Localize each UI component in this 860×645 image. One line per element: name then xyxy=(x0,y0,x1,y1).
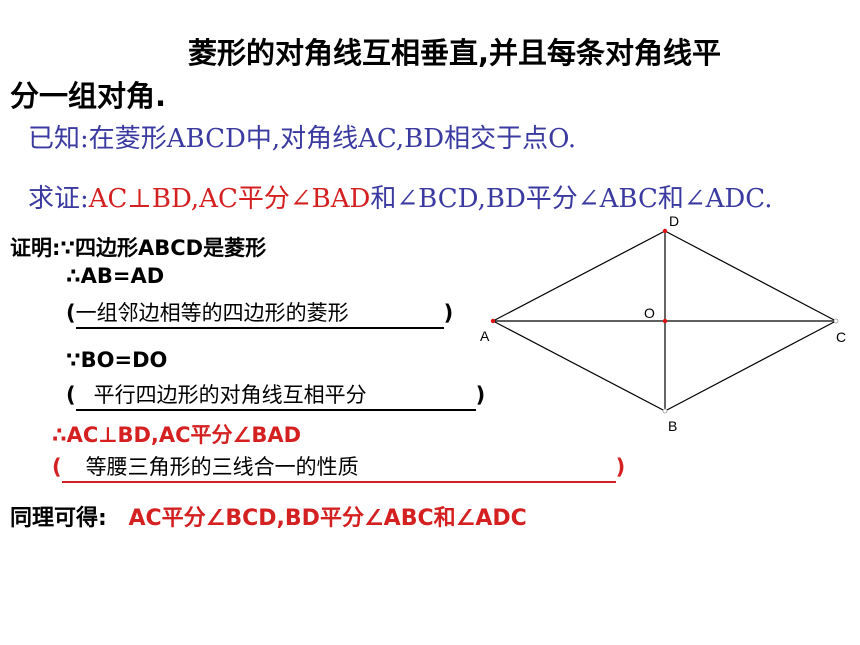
theorem-line-1: 菱形的对角线互相垂直,并且每条对角线平 xyxy=(188,36,722,70)
proof-reason-3: (等腰三角形的三线合一的性质) xyxy=(52,451,625,483)
side-dc xyxy=(664,230,837,322)
point-c xyxy=(833,318,839,324)
to-prove-and-2: 和 xyxy=(657,184,684,214)
paren-open: ( xyxy=(66,383,76,407)
label-c: C xyxy=(836,329,846,345)
proof-reason-1: (一组邻边相等的四边形的菱形) xyxy=(66,297,453,329)
paren-open: ( xyxy=(52,455,62,479)
point-d xyxy=(662,228,668,234)
paren-close: ) xyxy=(443,301,454,325)
theorem-line-2: 分一组对角. xyxy=(10,79,167,113)
to-prove-blue-part-1: ∠BCD,BD平分∠ABC xyxy=(396,184,658,214)
reason-2-blank: 平行四边形的对角线互相平分 xyxy=(75,379,476,411)
side-ba xyxy=(492,320,666,412)
similarly-line: 同理可得: AC平分∠BCD,BD平分∠ABC和∠ADC xyxy=(10,500,527,532)
proof-line-4: ∴AC⊥BD,AC平分∠BAD xyxy=(52,423,302,447)
proof-line-1: 证明:∵四边形ABCD是菱形 xyxy=(10,236,267,260)
point-o xyxy=(662,318,668,324)
point-b xyxy=(662,408,668,414)
to-prove-blue-part-2: ∠ADC. xyxy=(683,184,773,214)
label-b: B xyxy=(668,418,677,434)
side-ad xyxy=(492,230,666,322)
proof-line-3: ∵BO=DO xyxy=(66,348,168,372)
reason-1-blank: 一组邻边相等的四边形的菱形 xyxy=(75,297,444,329)
proof-reason-2: (平行四边形的对角线互相平分) xyxy=(66,379,485,411)
paren-open: ( xyxy=(66,301,76,325)
to-prove-and-1: 和 xyxy=(370,184,397,214)
given-statement: 已知:在菱形ABCD中,对角线AC,BD相交于点O. xyxy=(28,124,577,154)
similarly-label: 同理可得: xyxy=(10,506,107,531)
reason-3-blank: 等腰三角形的三线合一的性质 xyxy=(61,451,616,483)
label-d: D xyxy=(669,213,679,229)
label-o: O xyxy=(644,305,655,321)
paren-close: ) xyxy=(615,455,626,479)
rhombus-diagram: A D C B O xyxy=(480,213,846,434)
to-prove-red-part: AC⊥BD,AC平分∠BAD xyxy=(88,184,371,214)
side-cb xyxy=(664,320,837,412)
to-prove-statement: 求证:AC⊥BD,AC平分∠BAD和∠BCD,BD平分∠ABC和∠ADC. xyxy=(28,178,773,215)
to-prove-prefix: 求证: xyxy=(28,184,89,214)
point-a xyxy=(490,318,496,324)
similarly-result: AC平分∠BCD,BD平分∠ABC和∠ADC xyxy=(128,506,527,531)
proof-line-2: ∴AB=AD xyxy=(66,264,165,288)
label-a: A xyxy=(480,328,490,344)
paren-close: ) xyxy=(475,383,486,407)
